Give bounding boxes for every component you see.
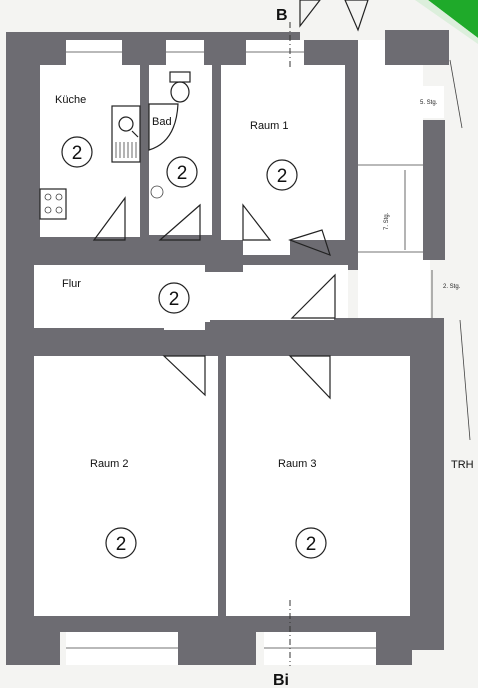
kitchen-sink <box>111 105 141 163</box>
room-number-kueche: 2 <box>72 143 83 164</box>
room-number-raum3: 2 <box>306 534 317 555</box>
toilet-icon <box>169 71 191 103</box>
room-label-kueche: Küche <box>55 94 86 106</box>
room-label-bad: Bad <box>152 116 172 128</box>
room-label-raum3: Raum 3 <box>278 458 317 470</box>
staircase <box>299 0 471 441</box>
room-label-raum1: Raum 1 <box>250 120 289 132</box>
stair-label-vertical: 7. Stg. <box>384 212 390 230</box>
section-line: B Bi <box>273 7 291 688</box>
room-number-bad: 2 <box>177 163 188 184</box>
internal-walls <box>34 65 444 632</box>
section-mark-top: B <box>276 7 288 24</box>
room-number-flur: 2 <box>169 289 180 310</box>
room-label-flur: Flur <box>62 278 81 290</box>
room-labels: Küche Bad Raum 1 Flur Raum 2 Raum 3 TRH <box>55 94 474 471</box>
stair-label-top: 5. Stg. <box>420 100 438 106</box>
stair-label-side: 2. Stg. <box>443 284 461 290</box>
windows <box>66 40 376 665</box>
room-label-raum2: Raum 2 <box>90 458 129 470</box>
stair-labels: 5. Stg. 7. Stg. 2. Stg. <box>384 100 461 290</box>
room-number-raum2: 2 <box>116 534 127 555</box>
shower-icon <box>148 103 179 199</box>
room-number-markers: 2 2 2 2 2 2 <box>61 136 327 559</box>
stove-icon <box>39 188 67 220</box>
adjacent-label: TRH <box>451 459 474 471</box>
door-swings <box>92 196 336 400</box>
room-interiors <box>34 65 430 616</box>
room-number-raum1: 2 <box>277 166 288 187</box>
section-mark-bottom: Bi <box>273 672 289 688</box>
